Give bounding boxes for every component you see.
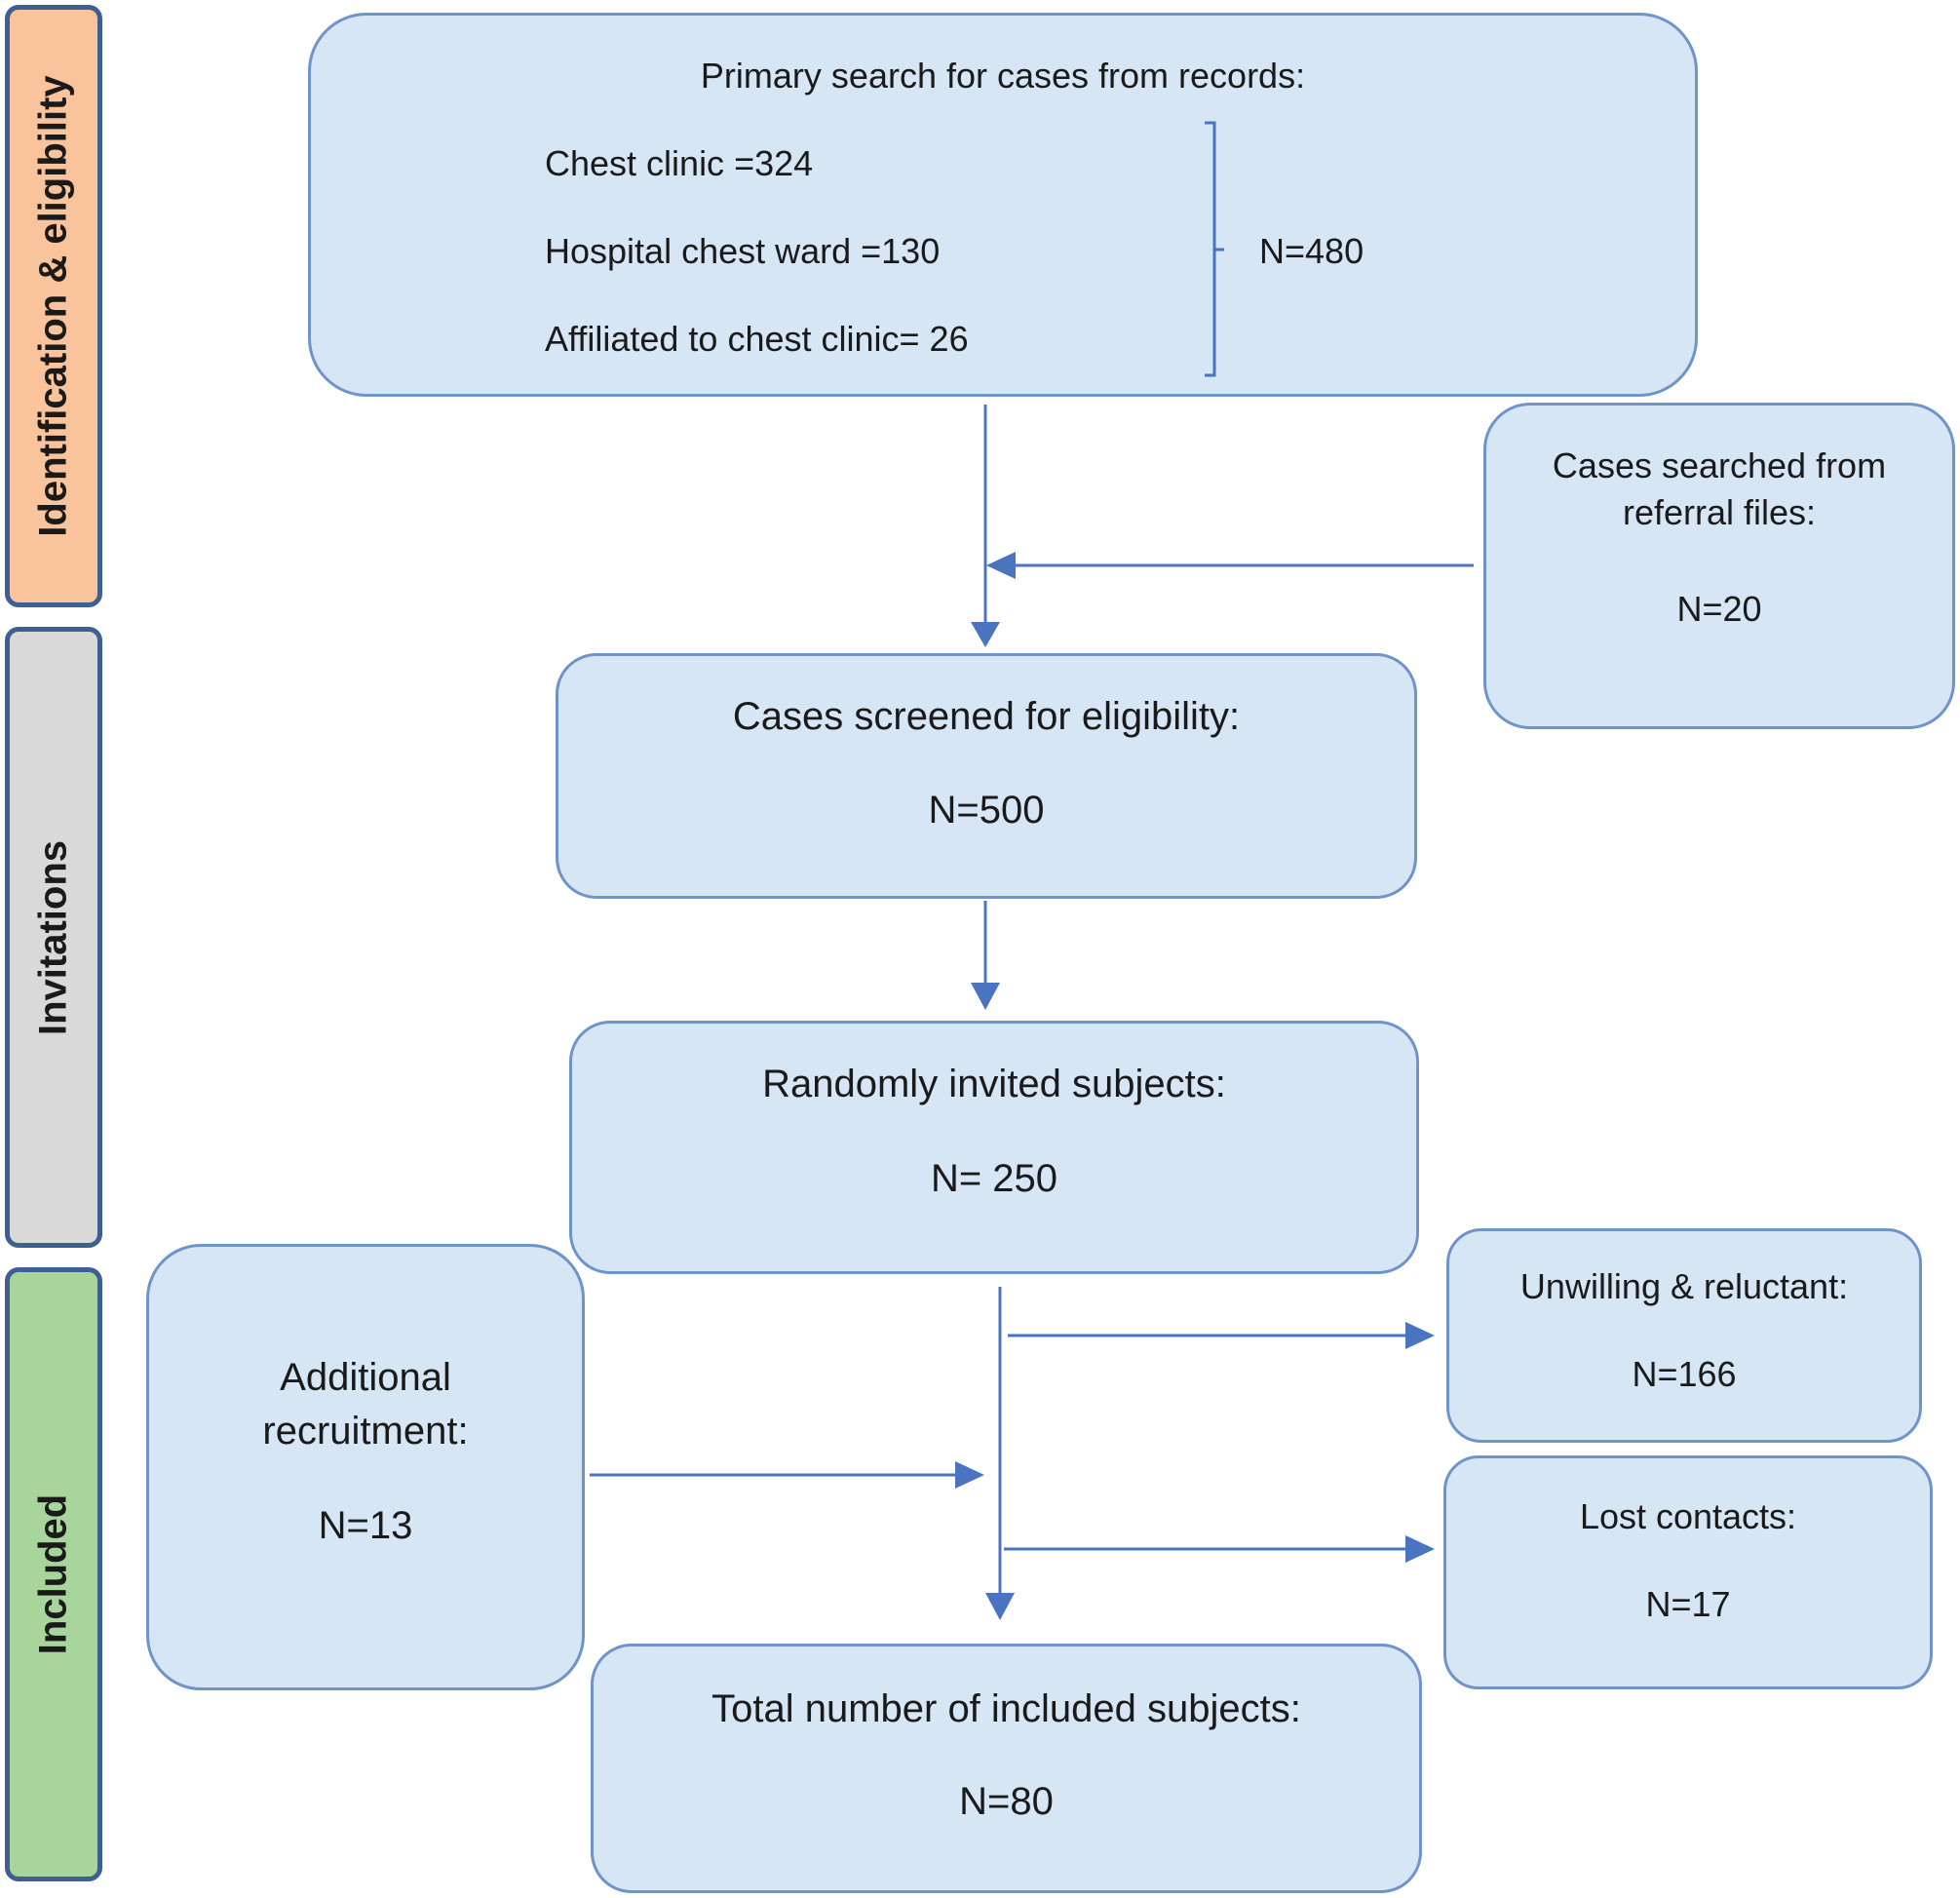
lost-count: N=17: [1645, 1584, 1731, 1624]
referral-title-line1: Cases searched from: [1552, 445, 1887, 485]
primary-item-hospital-ward: Hospital chest ward =130: [545, 231, 941, 271]
arrowhead-left-referral: [986, 552, 1016, 579]
lost-box: Lost contacts: N=17: [1443, 1455, 1933, 1689]
arrowhead-right-lost: [1405, 1535, 1435, 1563]
additional-box: Additional recruitment: N=13: [146, 1244, 585, 1690]
primary-total: N=480: [1259, 231, 1364, 271]
stage-identification-label: Identification & eligibility: [31, 75, 75, 537]
stage-invitations-bar: Invitations: [5, 627, 102, 1248]
primary-search-title: Primary search for cases from records:: [700, 56, 1306, 96]
invited-count: N= 250: [930, 1157, 1058, 1200]
total-count: N=80: [959, 1780, 1054, 1823]
arrowhead-down-screened: [971, 622, 1000, 647]
arrowhead-down-invited: [971, 983, 1000, 1010]
arrowhead-down-total: [985, 1593, 1015, 1620]
referral-box: Cases searched from referral files: N=20: [1483, 403, 1955, 729]
arrowhead-right-additional: [955, 1461, 984, 1489]
screened-count: N=500: [928, 789, 1045, 832]
unwilling-count: N=166: [1632, 1354, 1737, 1394]
primary-search-box: Primary search for cases from records: C…: [308, 13, 1698, 397]
screened-title: Cases screened for eligibility:: [732, 695, 1241, 738]
stage-identification-bar: Identification & eligibility: [5, 5, 102, 607]
invited-box: Randomly invited subjects: N= 250: [569, 1021, 1419, 1274]
screened-box: Cases screened for eligibility: N=500: [556, 653, 1417, 899]
arrowhead-right-unwilling: [1405, 1322, 1435, 1349]
referral-count: N=20: [1676, 589, 1762, 629]
additional-title-line2: recruitment:: [262, 1410, 469, 1453]
unwilling-title: Unwilling & reluctant:: [1519, 1266, 1849, 1306]
additional-count: N=13: [318, 1504, 413, 1547]
stage-included-bar: Included: [5, 1267, 102, 1881]
unwilling-box: Unwilling & reluctant: N=166: [1446, 1228, 1922, 1443]
total-title: Total number of included subjects:: [711, 1687, 1301, 1730]
invited-title: Randomly invited subjects:: [762, 1063, 1226, 1105]
stage-invitations-label: Invitations: [31, 839, 75, 1035]
referral-title-line2: referral files:: [1622, 492, 1817, 532]
total-box: Total number of included subjects: N=80: [591, 1644, 1422, 1893]
additional-title-line1: Additional: [280, 1356, 451, 1399]
primary-item-chest-clinic: Chest clinic =324: [545, 143, 814, 183]
lost-title: Lost contacts:: [1579, 1496, 1797, 1536]
primary-item-affiliated: Affiliated to chest clinic= 26: [545, 319, 969, 359]
stage-included-label: Included: [31, 1493, 75, 1655]
